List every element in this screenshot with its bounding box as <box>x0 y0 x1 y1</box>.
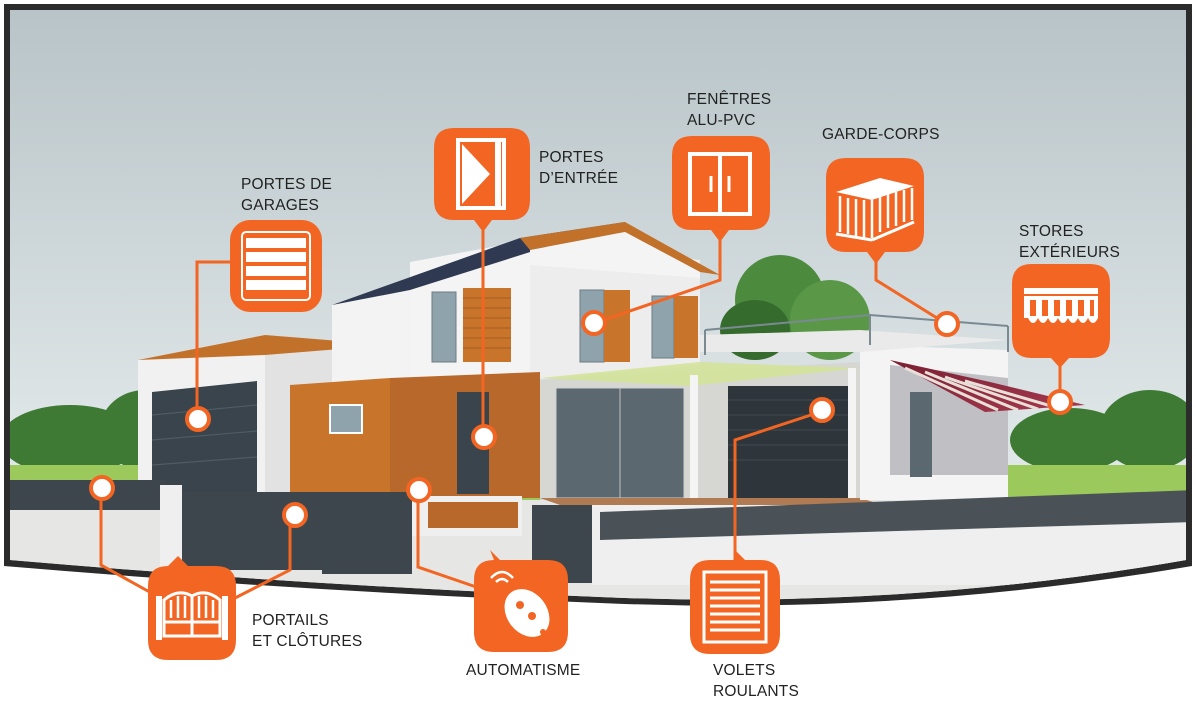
roller-shutter <box>728 386 852 500</box>
label-portes-garages-line2: GARAGES <box>241 197 320 214</box>
window-icon[interactable] <box>672 136 770 242</box>
label-automatisme[interactable]: AUTOMATISME <box>466 660 580 681</box>
background-trees <box>10 255 1186 475</box>
label-portails-line1: PORTAILS <box>252 612 329 629</box>
label-portes-entree-line2: D’ENTRÉE <box>539 170 619 187</box>
roller-shutter-icon[interactable] <box>690 550 780 654</box>
label-portails[interactable]: PORTAILS ET CLÔTURES <box>252 610 362 652</box>
label-volets[interactable]: VOLETS ROULANTS <box>713 660 799 702</box>
hotspot-window[interactable] <box>581 310 607 336</box>
gate-icon[interactable] <box>148 556 236 660</box>
label-volets-line1: VOLETS <box>713 662 776 679</box>
label-fenetres[interactable]: FENÊTRES ALU-PVC <box>687 89 771 131</box>
label-automatisme-line1: AUTOMATISME <box>466 662 581 679</box>
label-garde-corps-line1: GARDE-CORPS <box>822 126 940 143</box>
garage-door <box>152 381 257 498</box>
label-fenetres-line2: ALU-PVC <box>687 112 756 129</box>
remote-control-icon[interactable] <box>474 550 568 652</box>
label-portes-entree-line1: PORTES <box>539 149 604 166</box>
hotspot-railing[interactable] <box>934 311 960 337</box>
label-portails-line2: ET CLÔTURES <box>252 633 363 650</box>
label-portes-garages-line1: PORTES DE <box>241 176 333 193</box>
label-garde-corps[interactable]: GARDE-CORPS <box>822 124 940 145</box>
hotspot-garage[interactable] <box>185 406 211 432</box>
label-stores-line1: STORES <box>1019 223 1084 240</box>
connector-lines <box>99 215 1062 600</box>
label-stores-line2: EXTÉRIEURS <box>1019 244 1121 261</box>
hotspot-fence[interactable] <box>89 475 115 501</box>
label-stores[interactable]: STORES EXTÉRIEURS <box>1019 221 1120 263</box>
garage-door-icon[interactable] <box>230 220 322 312</box>
hotspot-roller-shutter[interactable] <box>809 397 835 423</box>
hotspot-markers <box>89 310 1073 528</box>
awning-icon[interactable] <box>1012 264 1110 368</box>
label-portes-garages[interactable]: PORTES DE GARAGES <box>241 174 332 216</box>
hotspot-awning[interactable] <box>1047 389 1073 415</box>
label-portes-entree[interactable]: PORTES D’ENTRÉE <box>539 147 618 189</box>
hotspot-entry-door[interactable] <box>471 424 497 450</box>
hotspot-automation[interactable] <box>406 477 432 503</box>
railing-icon[interactable] <box>826 158 924 264</box>
hotspot-gate[interactable] <box>282 502 308 528</box>
label-fenetres-line1: FENÊTRES <box>687 91 772 108</box>
balcony-railing <box>704 313 1009 355</box>
entry-door-icon[interactable] <box>434 128 530 232</box>
label-volets-line2: ROULANTS <box>713 683 800 700</box>
front-fence <box>10 480 1186 585</box>
